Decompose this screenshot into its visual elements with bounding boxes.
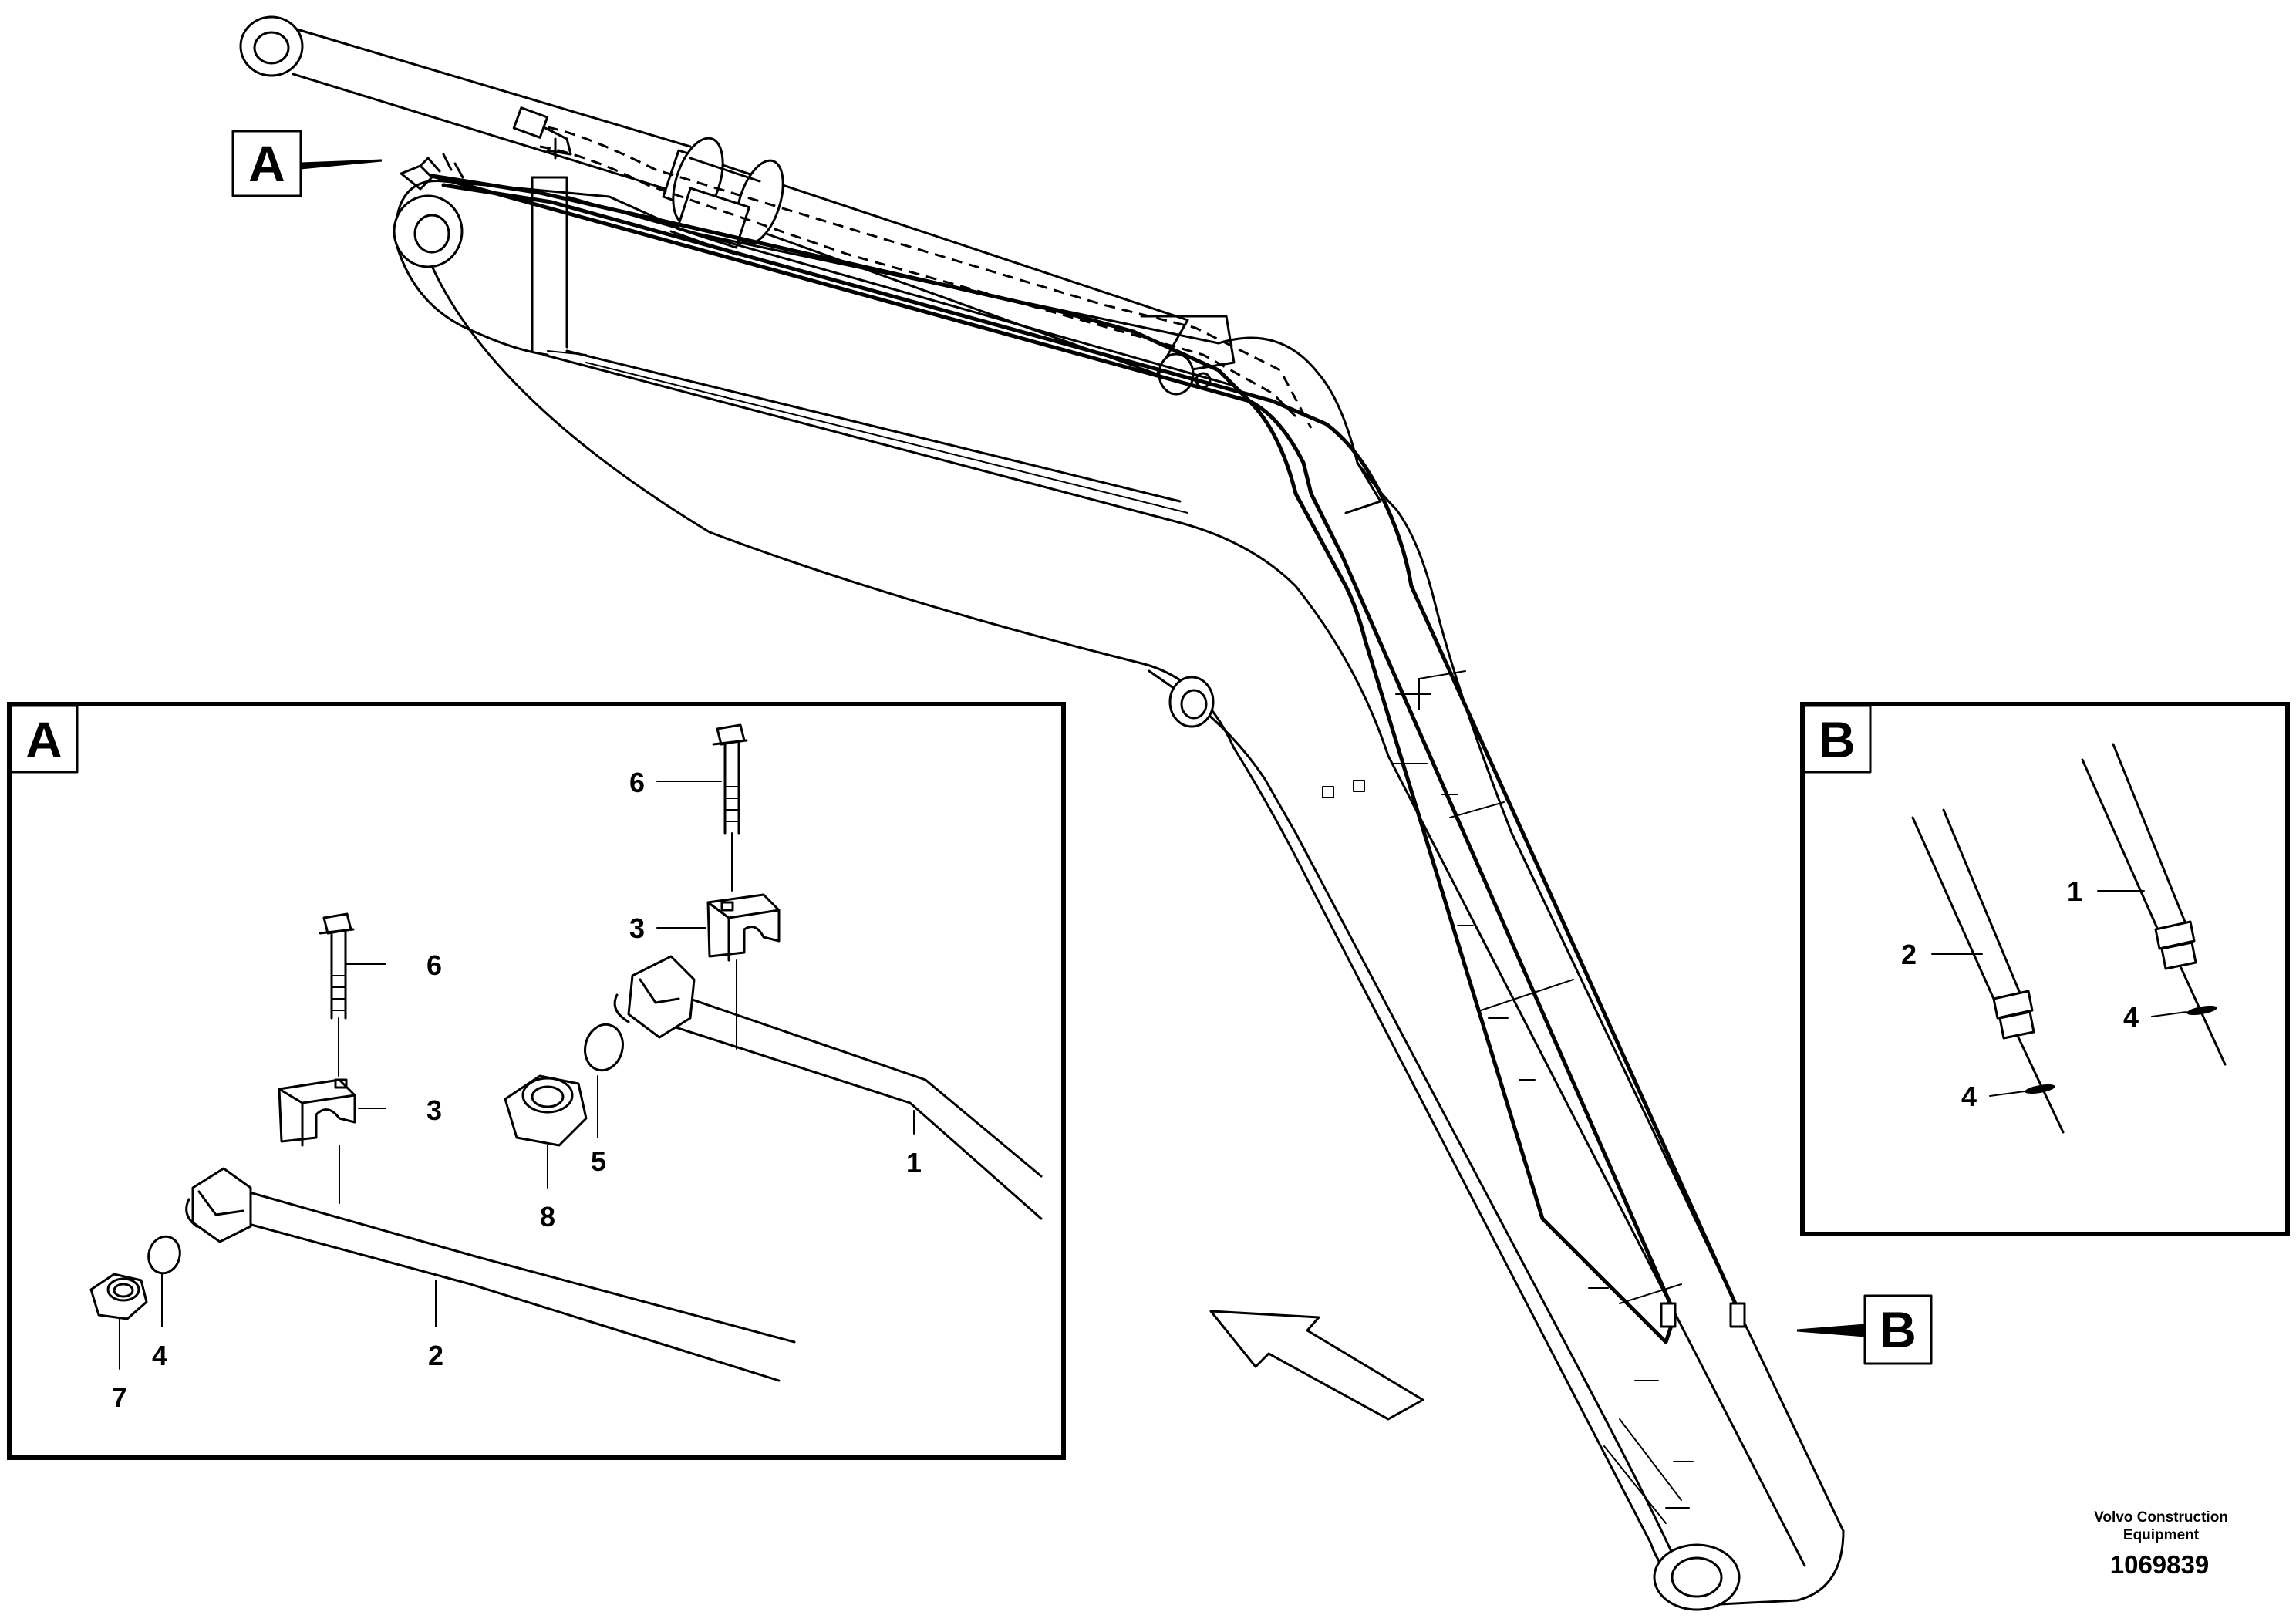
- detail-a-panel: A: [7, 702, 1066, 1460]
- detail-b-title: B: [1819, 711, 1856, 768]
- o-ring-5: [584, 1023, 624, 1072]
- credit-line-1: Volvo Construction: [2094, 1509, 2228, 1526]
- boom-illustration: [239, 15, 1845, 1611]
- bolt-6-lower: [319, 912, 355, 1020]
- callout-a-top: A: [231, 130, 383, 197]
- part-label-5: 5: [591, 1145, 606, 1177]
- footer-credit: Volvo Construction Equipment 1069839: [2094, 1509, 2228, 1579]
- hydraulic-lines: [400, 106, 1746, 1344]
- part-label-6-lower: 6: [426, 949, 442, 981]
- b-part-label-2: 2: [1901, 939, 1917, 970]
- b-part-label-4-upper: 4: [2123, 1001, 2139, 1033]
- clamp-3-lower: [278, 1078, 356, 1147]
- clamp-3-upper: [706, 893, 781, 962]
- boom-cylinder: [239, 15, 1236, 396]
- view-direction-arrow-icon: [1209, 1310, 1424, 1421]
- o-ring-4: [147, 1235, 181, 1275]
- b-part-label-4-lower: 4: [1961, 1081, 1977, 1112]
- detail-b-panel: B 1 2 4 4: [1800, 702, 2290, 1236]
- callout-a-label: A: [248, 135, 285, 192]
- tube-1: [2081, 743, 2227, 1066]
- detail-a-title: A: [25, 711, 62, 768]
- part-label-3-upper: 3: [629, 912, 645, 944]
- part-label-3-lower: 3: [426, 1094, 442, 1126]
- bolt-6-upper: [712, 723, 748, 835]
- pipe-2: [185, 1167, 796, 1382]
- pipe-1: [613, 955, 1043, 1220]
- nut-7: [89, 1273, 148, 1320]
- boom-structure: [393, 176, 1845, 1611]
- callout-b-label: B: [1880, 1301, 1917, 1358]
- credit-line-2: Equipment: [2123, 1527, 2200, 1543]
- tube-2: [1911, 808, 2065, 1134]
- document-number: 1069839: [2110, 1550, 2209, 1579]
- b-leader-lines: [1931, 890, 2187, 1097]
- callout-b-side: B: [1796, 1294, 1933, 1365]
- b-part-label-1: 1: [2067, 875, 2082, 907]
- part-label-6-upper: 6: [629, 767, 645, 798]
- nut-8: [504, 1074, 588, 1147]
- part-label-1: 1: [906, 1147, 922, 1179]
- part-label-8: 8: [540, 1201, 555, 1233]
- part-label-7: 7: [112, 1381, 127, 1413]
- part-leader-lines: [119, 781, 915, 1370]
- assembly-centerlines: [338, 832, 737, 1204]
- part-label-4: 4: [152, 1340, 167, 1371]
- part-label-2: 2: [428, 1340, 443, 1371]
